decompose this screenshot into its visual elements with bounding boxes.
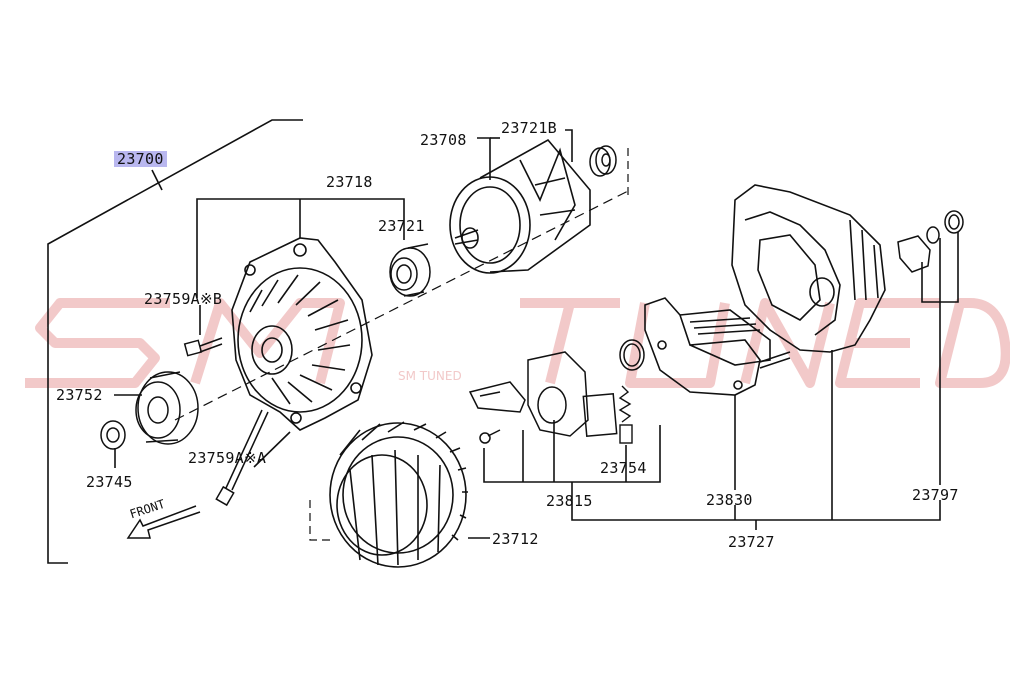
- front-arrow-icon: [126, 505, 201, 539]
- part-label-assembly[interactable]: 23700: [114, 151, 167, 167]
- o-ring: [619, 339, 645, 371]
- watermark-logo: SM TUNED: [25, 298, 1010, 388]
- part-label-23745[interactable]: 23745: [86, 473, 133, 491]
- brush-holder-23815: [468, 351, 618, 444]
- rear-housing: [731, 184, 886, 353]
- front-housing-23718: [231, 237, 373, 431]
- pulley-23752: [135, 371, 199, 445]
- part-label-23712[interactable]: 23712: [492, 530, 539, 548]
- part-label-23708[interactable]: 23708: [420, 131, 467, 149]
- part-label-23721b[interactable]: 23721B: [501, 119, 557, 137]
- part-label-23754[interactable]: 23754: [600, 459, 647, 477]
- bolt-23759a-b: [183, 337, 223, 357]
- terminal-nut: [897, 210, 964, 273]
- bolt-23759a-a: [215, 409, 269, 507]
- part-label-23759a-a[interactable]: 23759A※A: [188, 449, 267, 467]
- assembly-bracket: [47, 119, 303, 564]
- part-label-23759a-b[interactable]: 23759A※B: [144, 290, 223, 308]
- part-label-23718[interactable]: 23718: [326, 173, 373, 191]
- part-label-23752[interactable]: 23752: [56, 386, 103, 404]
- part-label-23721[interactable]: 23721: [378, 217, 425, 235]
- part-label-23727[interactable]: 23727: [728, 533, 775, 551]
- rotor-23708: [449, 138, 591, 274]
- part-label-23815[interactable]: 23815: [546, 492, 593, 510]
- watermark-text: SM TUNED: [398, 369, 462, 383]
- bearing-23721: [389, 243, 431, 297]
- nut-23745: [100, 420, 126, 450]
- brush-spring-23754: [618, 385, 633, 444]
- part-label-23797[interactable]: 23797: [912, 486, 959, 504]
- regulator-23830: [644, 297, 791, 396]
- stator-23712: [329, 421, 468, 568]
- bearing-23721b: [589, 145, 617, 177]
- part-label-23830[interactable]: 23830: [706, 491, 753, 509]
